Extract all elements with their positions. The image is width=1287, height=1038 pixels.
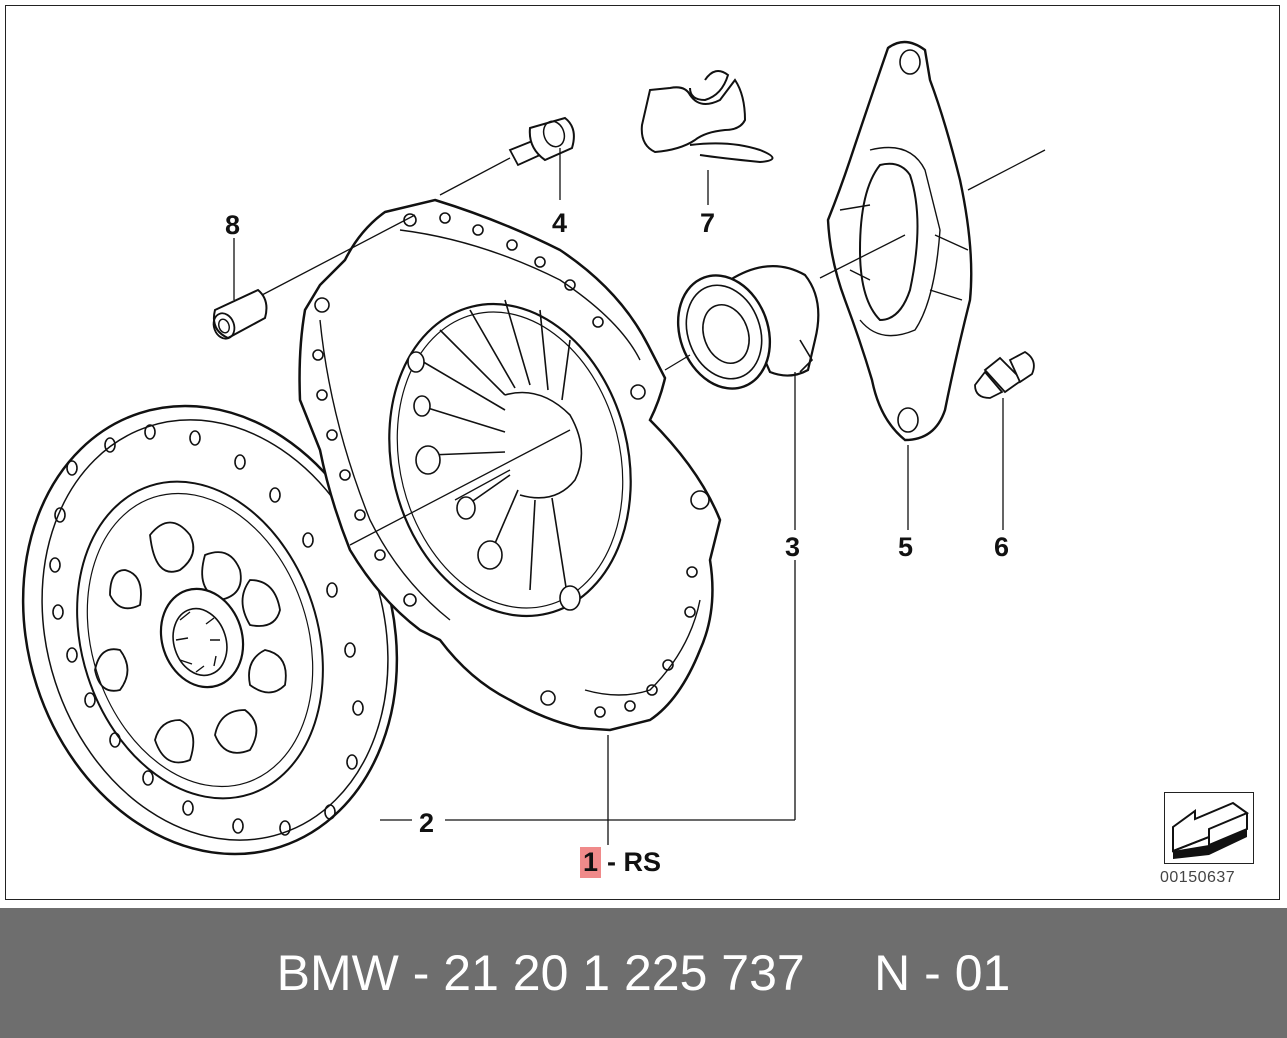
callout-8: 8 <box>225 210 241 240</box>
callout-5: 5 <box>898 532 914 562</box>
release-bearing <box>676 265 820 390</box>
leader-lines <box>233 148 1046 845</box>
pressure-plate <box>298 198 722 732</box>
dowel-sleeve <box>212 288 268 340</box>
callout-6: 6 <box>994 532 1010 562</box>
image-code: 00150637 <box>1160 869 1236 886</box>
guide-plate <box>826 40 973 442</box>
callout-3: 3 <box>785 532 801 562</box>
reference-label: 1 - RS <box>580 846 661 878</box>
clutch-disc <box>21 404 399 856</box>
callout-7: 7 <box>700 208 716 238</box>
bolt <box>508 116 575 167</box>
callout-2: 2 <box>419 808 435 838</box>
part-number-footer: BMW - 21 20 1 225 737 N - 01 <box>0 908 1287 1038</box>
reference-suffix: - RS <box>607 846 662 877</box>
reference-number: 1 <box>580 846 602 878</box>
spring-clip <box>640 70 774 164</box>
clutch-exploded-diagram <box>21 40 1046 856</box>
part-number-text: BMW - 21 20 1 225 737 N - 01 <box>276 945 1011 1001</box>
stud-bolt <box>974 350 1035 399</box>
callout-4: 4 <box>552 208 568 238</box>
back-arrow-icon <box>1172 801 1250 859</box>
back-arrow-button[interactable] <box>1164 792 1254 864</box>
